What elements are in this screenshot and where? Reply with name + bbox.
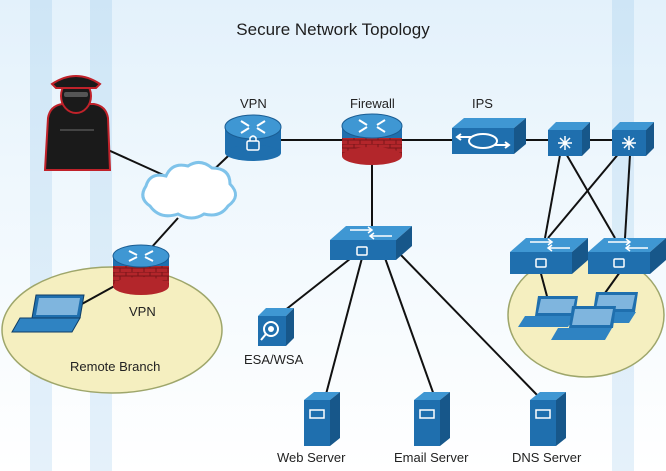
branch-vpn-label: VPN [129, 304, 156, 319]
ips-label: IPS [472, 96, 493, 111]
switch-icon [588, 238, 666, 274]
vpn-label: VPN [240, 96, 267, 111]
server-icon [414, 392, 450, 446]
server-icon [530, 392, 566, 446]
email-server-label: Email Server [394, 450, 469, 465]
multilayer-switch-icon [612, 122, 654, 156]
links [74, 134, 631, 399]
vpn-router-icon [224, 114, 282, 161]
ips-icon [452, 118, 526, 154]
laptop-icon [518, 296, 578, 327]
cloud-icon [141, 161, 237, 220]
firewall-label: Firewall [350, 96, 395, 111]
server-icon [304, 392, 340, 446]
laptop-icon [551, 306, 616, 340]
hacker-icon [43, 75, 112, 171]
multilayer-switch-icon [548, 122, 590, 156]
firewall-router-icon [112, 244, 170, 295]
dns-server-label: DNS Server [512, 450, 582, 465]
web-server-label: Web Server [277, 450, 346, 465]
esa-wsa-icon [258, 308, 294, 346]
switch-icon [330, 226, 412, 260]
esa-wsa-label: ESA/WSA [244, 352, 304, 367]
diagram-title: Secure Network Topology [236, 20, 430, 39]
switch-icon [510, 238, 588, 274]
laptop-icon [11, 294, 85, 333]
remote-branch-label: Remote Branch [70, 359, 161, 374]
firewall-router-icon [341, 113, 403, 165]
